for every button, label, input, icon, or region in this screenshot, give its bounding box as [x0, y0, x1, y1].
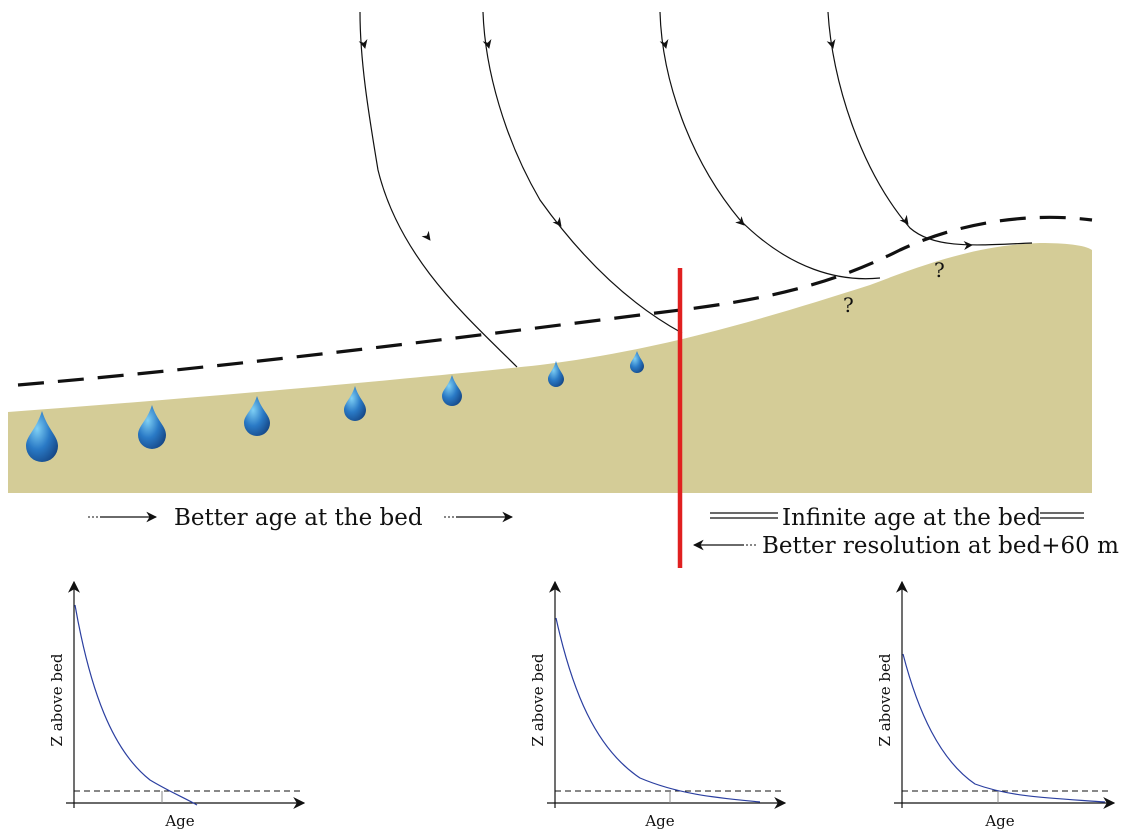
x-axis-label: Age: [984, 812, 1014, 830]
flow-arrow-3a: [659, 39, 669, 49]
water-droplets: [26, 351, 644, 462]
y-axis-label: Z above bed: [529, 653, 547, 746]
age-profile-plot-2: Z above bed Age: [529, 580, 787, 830]
better-resolution-label: Better resolution at bed+60 m: [762, 533, 1119, 559]
dashed-surface-line: [17, 215, 1093, 387]
infinite-age-label: Infinite age at the bed: [782, 505, 1042, 531]
question-mark-2: ?: [934, 258, 945, 282]
flow-line-2: [482, 11, 683, 334]
age-profile-plot-1: Z above bed Age: [48, 580, 306, 830]
y-axis-label: Z above bed: [48, 653, 66, 746]
flow-line-4: [827, 11, 1033, 246]
flow-line-1: [359, 11, 518, 368]
flow-arrow-2a: [482, 39, 492, 49]
droplet-icon: [344, 386, 366, 421]
droplet-icon: [442, 375, 462, 406]
droplet-icon: [26, 411, 58, 462]
y-axis-label: Z above bed: [876, 653, 894, 746]
age-profile-curve: [555, 617, 761, 803]
infinite-age-annotation: Infinite age at the bed: [710, 505, 1084, 531]
age-profile-curve: [902, 653, 1106, 803]
better-age-label: Better age at the bed: [174, 505, 423, 531]
droplet-icon: [548, 361, 564, 387]
x-axis-label: Age: [164, 812, 194, 830]
flow-arrow-3b: [735, 216, 745, 226]
droplet-icon: [244, 396, 270, 436]
age-profile-plot-3: Z above bed Age: [876, 580, 1116, 830]
flow-line-3: [659, 11, 881, 280]
droplet-icon: [630, 351, 644, 373]
flow-arrow-1b: [421, 230, 431, 241]
age-profile-curve: [74, 604, 198, 806]
x-axis-label: Age: [644, 812, 674, 830]
question-mark-1: ?: [843, 293, 854, 317]
flow-arrow-1a: [358, 39, 368, 49]
bedrock-region: [8, 243, 1092, 493]
better-age-annotation: Better age at the bed: [88, 505, 514, 531]
droplet-icon: [138, 405, 166, 449]
better-resolution-annotation: Better resolution at bed+60 m: [692, 533, 1119, 559]
